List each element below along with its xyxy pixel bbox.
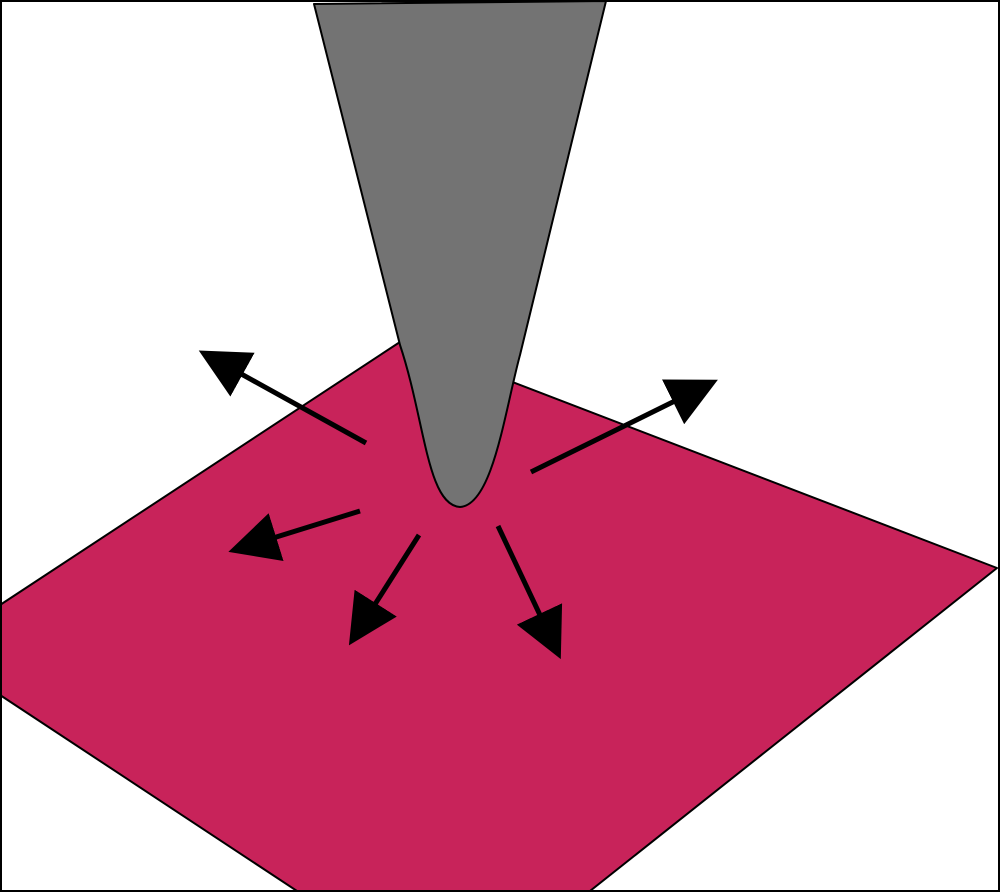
arrow-lower-left: [348, 533, 422, 646]
probe-tip: [313, 0, 607, 508]
arrow-group: [198, 350, 718, 660]
arrow-left: [228, 508, 361, 561]
arrow-lower-right: [495, 524, 563, 660]
arrow-upper-left: [198, 350, 368, 446]
arrow-upper-right: [529, 379, 718, 475]
